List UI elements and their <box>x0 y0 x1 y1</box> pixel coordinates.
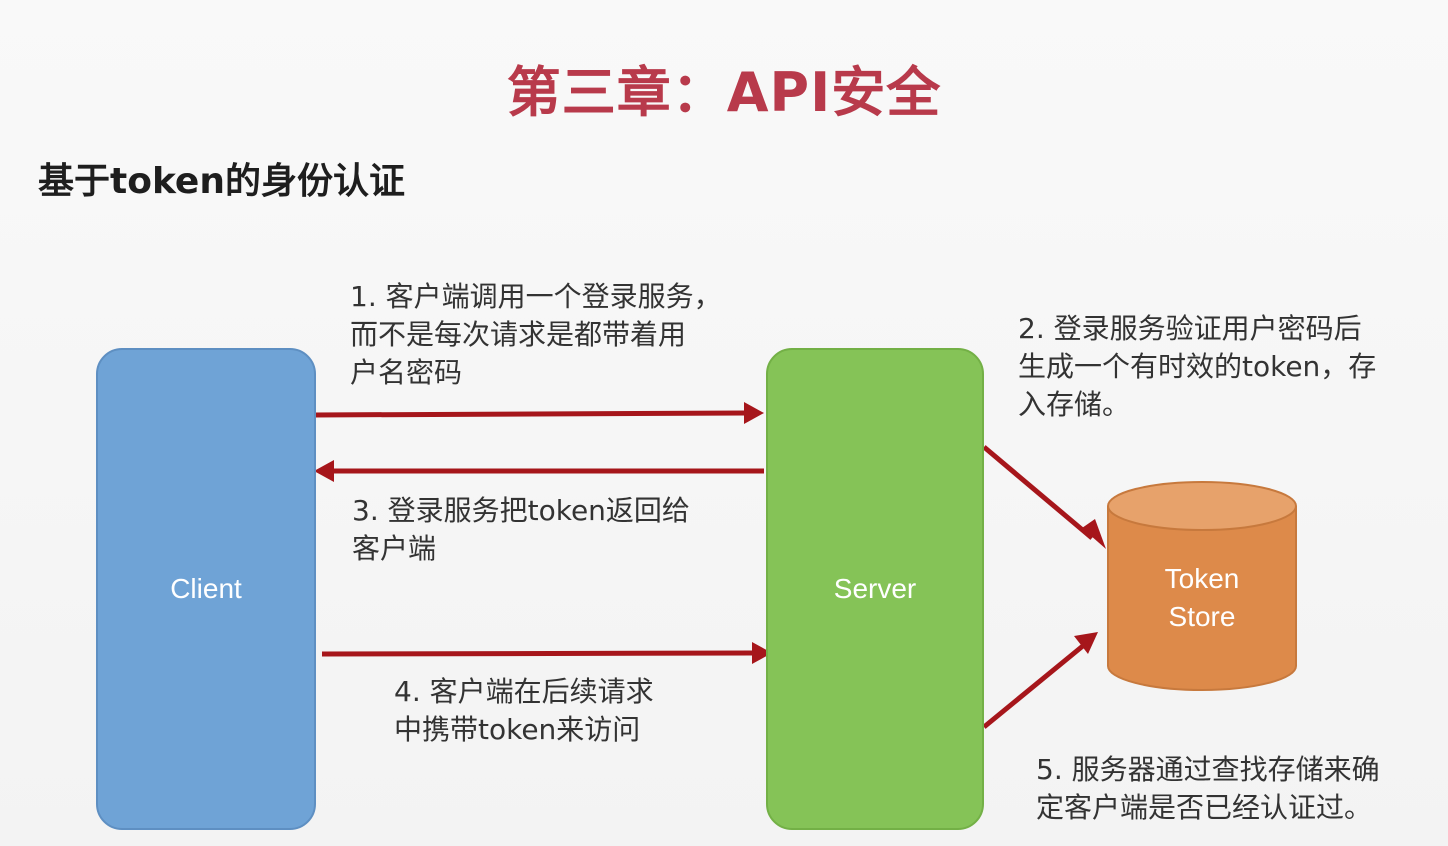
step-5-note: 5. 服务器通过查找存储来确 定客户端是否已经认证过。 <box>1036 753 1380 824</box>
server-node: Server <box>766 348 984 830</box>
token-store-node <box>1107 481 1297 691</box>
client-label: Client <box>170 573 242 604</box>
token-store-label-line2: Store <box>1168 601 1236 632</box>
slide-title: 第三章：API安全 <box>506 61 942 124</box>
step-2-note: 2. 登录服务验证用户密码后 生成一个有时效的token，存 入存储。 <box>1018 312 1377 421</box>
arrowhead-request-with-token <box>752 642 772 664</box>
client-node: Client <box>96 348 316 830</box>
step-1-note: 1. 客户端调用一个登录服务， 而不是每次请求是都带着用 户名密码 <box>350 280 722 389</box>
token-store-label-line1: Token <box>1164 563 1240 594</box>
arrow-login-request <box>313 410 747 418</box>
section-heading: 基于token的身份认证 <box>38 161 405 202</box>
arrowhead-login-request <box>744 402 764 424</box>
server-label: Server <box>833 573 917 604</box>
arrowhead-lookup-token <box>1074 632 1098 654</box>
arrow-store-token <box>982 445 1094 540</box>
arrowhead-store-token <box>1082 519 1106 549</box>
token-store-label: Token Store <box>1106 560 1298 636</box>
arrow-lookup-token <box>982 643 1086 729</box>
step-3-note: 3. 登录服务把token返回给 客户端 <box>352 494 690 565</box>
arrowhead-token-return <box>314 460 334 482</box>
arrow-request-with-token <box>321 650 753 657</box>
step-4-note: 4. 客户端在后续请求 中携带token来访问 <box>394 675 654 746</box>
